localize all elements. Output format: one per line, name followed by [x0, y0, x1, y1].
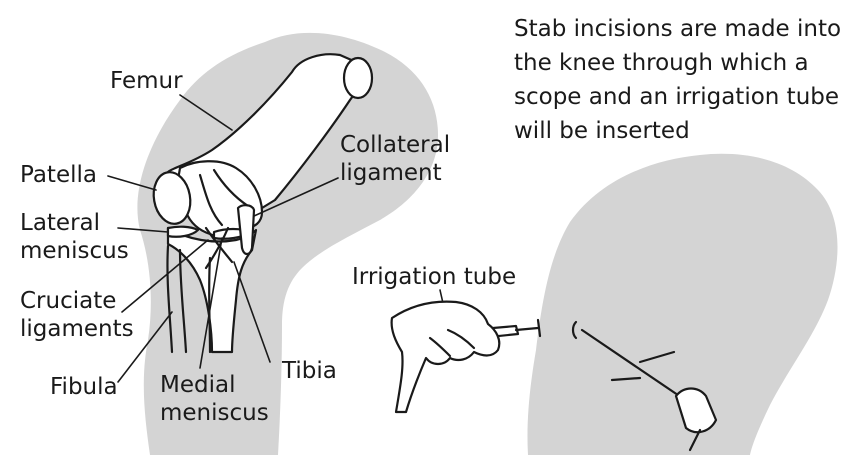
label-cruciate-2: ligaments — [20, 316, 134, 342]
label-patella: Patella — [20, 162, 97, 188]
caption-line-3: scope and an irrigation tube — [514, 84, 839, 110]
label-lateral-2: meniscus — [20, 238, 129, 264]
caption-line-1: Stab incisions are made into — [514, 16, 841, 42]
label-femur: Femur — [110, 68, 183, 94]
label-collateral-2: ligament — [340, 160, 442, 186]
label-fibula: Fibula — [50, 374, 118, 400]
caption-line-2: the knee through which a — [514, 50, 809, 76]
holding-hand — [392, 302, 500, 412]
label-irrigation-tube: Irrigation tube — [352, 264, 516, 290]
femoral-head — [344, 58, 372, 98]
label-medial-1: Medial — [160, 372, 235, 398]
label-cruciate-1: Cruciate — [20, 288, 116, 314]
label-medial-2: meniscus — [160, 400, 269, 426]
irrigation-tube-tip — [516, 328, 538, 330]
caption-line-4: will be inserted — [514, 118, 690, 144]
label-lateral-1: Lateral — [20, 210, 100, 236]
label-tibia: Tibia — [281, 358, 337, 384]
label-collateral-1: Collateral — [340, 132, 450, 158]
